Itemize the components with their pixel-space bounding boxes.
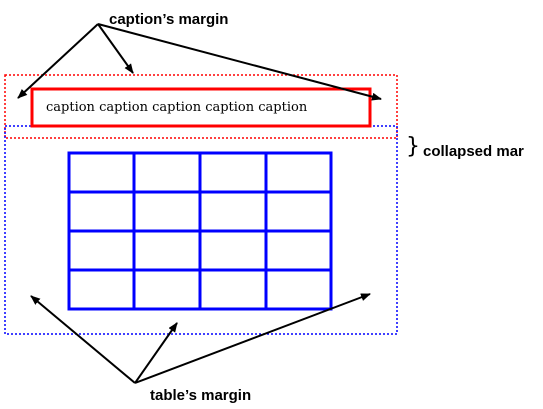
arrow — [134, 322, 178, 384]
caption-margin-box — [4, 74, 398, 139]
caption-margin-arrows — [17, 23, 382, 101]
caption-text: caption caption caption caption caption — [46, 100, 308, 115]
table-margin-arrows — [30, 293, 371, 384]
collapsed-margin-brace: } — [406, 134, 420, 159]
table-margin-label: table’s margin — [150, 387, 252, 404]
arrow — [134, 293, 371, 384]
arrow — [97, 23, 382, 101]
caption-box — [30, 87, 372, 128]
table-grid — [67, 151, 333, 311]
arrow — [97, 23, 134, 74]
collapsed-margin-label: collapsed mar — [423, 143, 524, 160]
arrow — [17, 23, 99, 99]
arrow — [30, 295, 136, 384]
caption-margin-label: caption’s margin — [109, 11, 229, 28]
